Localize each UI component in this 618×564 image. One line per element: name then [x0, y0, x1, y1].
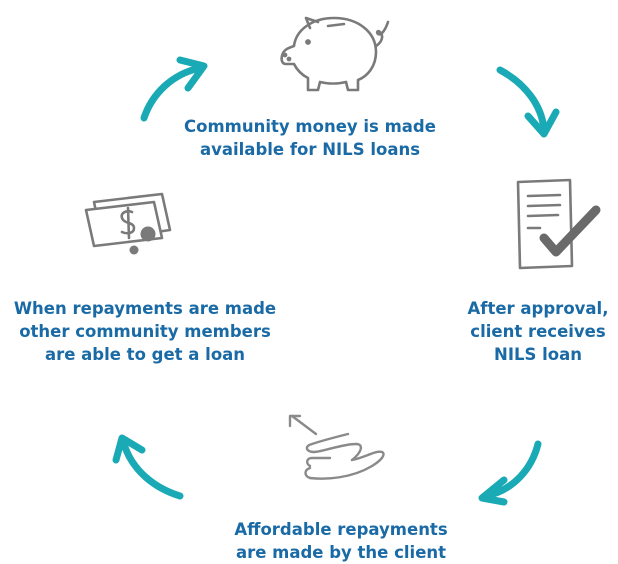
money-cash-icon — [84, 192, 172, 255]
step-label-client-receives: After approval, client receives NILS loa… — [467, 299, 609, 364]
cycle-arrow-bottom-left — [112, 434, 184, 500]
piggy-bank-icon — [280, 16, 390, 92]
cycle-arrow-top-left — [140, 56, 208, 122]
hand-giving-icon — [288, 414, 385, 480]
step-label-repayments: Affordable repayments are made by the cl… — [234, 520, 448, 562]
signed-document-icon — [516, 178, 601, 270]
cycle-arrow-top-right — [496, 66, 560, 138]
step-label-others-get-loan: When repayments are made other community… — [13, 299, 277, 364]
cycle-arrow-bottom-right — [478, 440, 542, 506]
step-label-community-money: Community money is made available for NI… — [184, 117, 436, 159]
